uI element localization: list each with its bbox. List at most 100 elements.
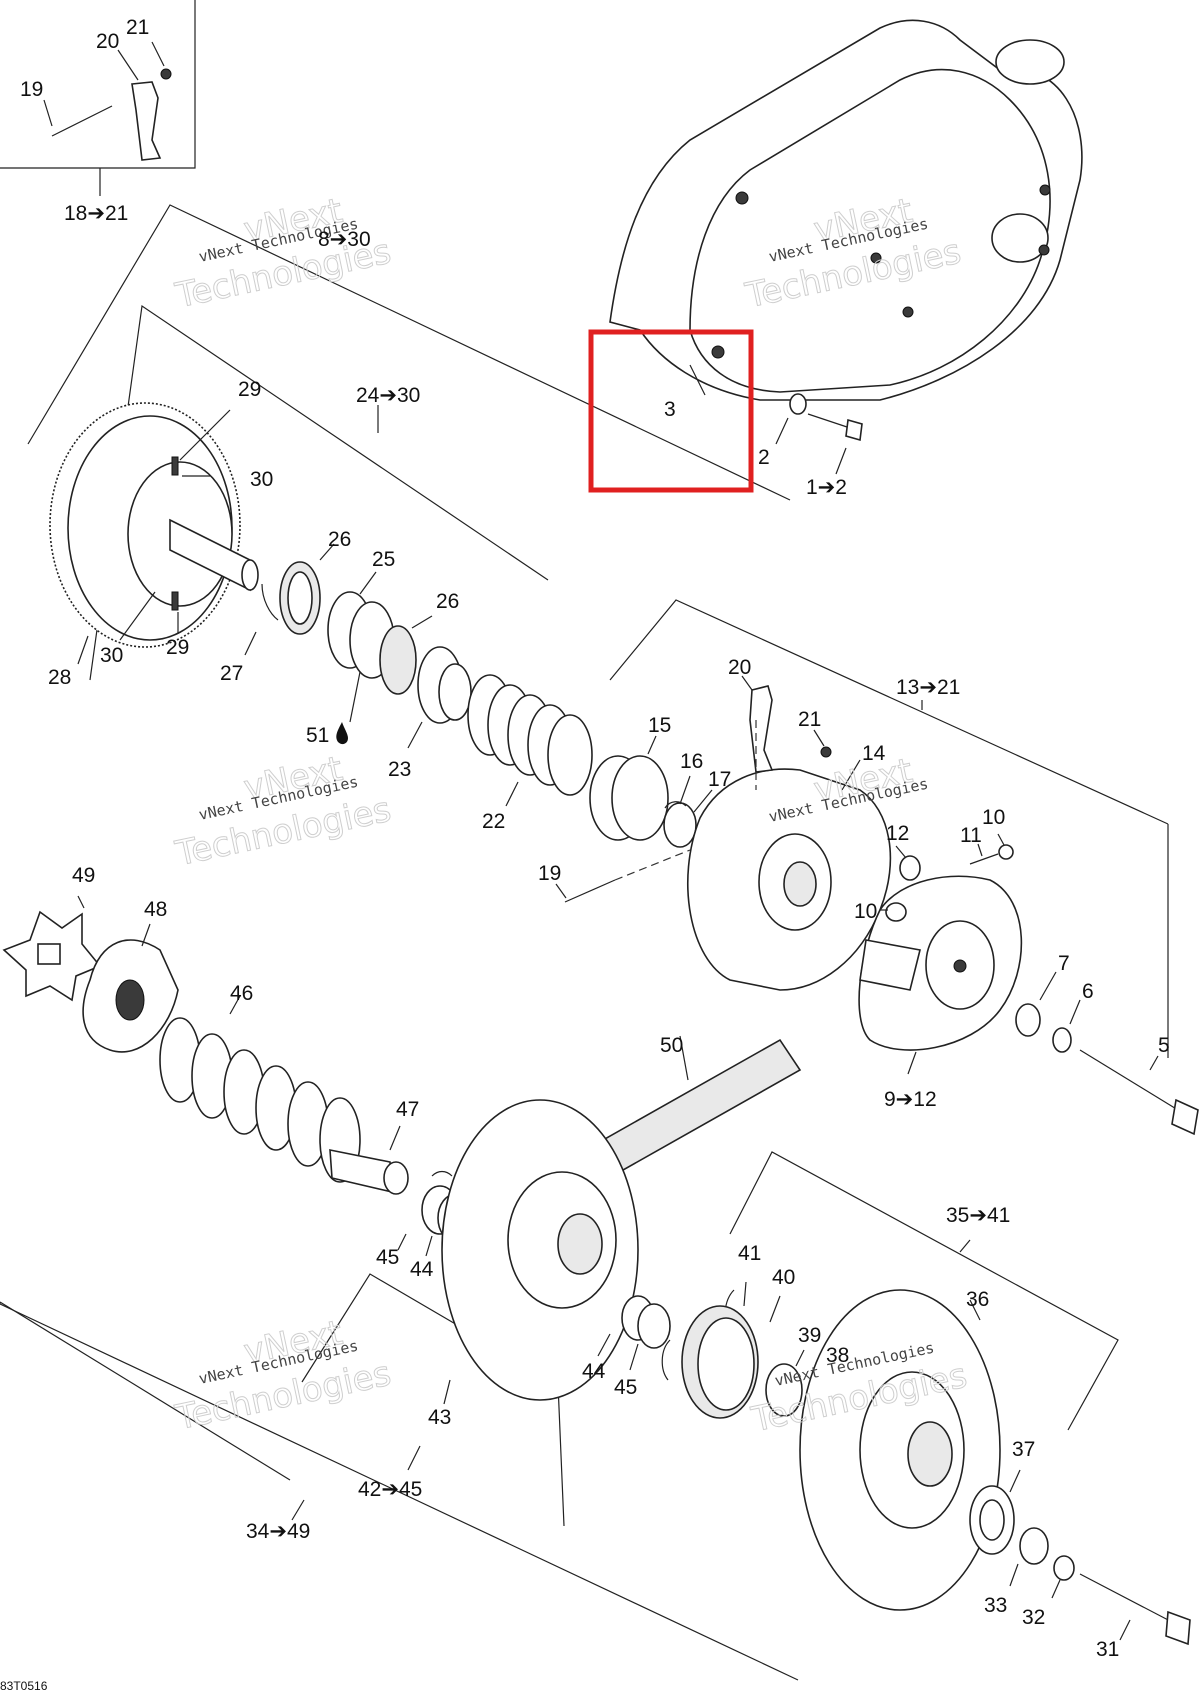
bushing-44b-rear <box>637 1303 671 1349</box>
bracket-34-49 <box>0 1302 799 1681</box>
leader-6 <box>1069 999 1081 1025</box>
callout-45b: 45 <box>614 1376 637 1399</box>
nut-21b <box>820 746 832 758</box>
sheave-14-bore <box>783 861 817 907</box>
callout-11: 11 <box>960 824 982 847</box>
driven-cam <box>2 895 179 1053</box>
pin-19b-path <box>614 849 691 881</box>
bushing-39 <box>765 1363 803 1417</box>
washer-7 <box>1015 1003 1041 1037</box>
callout-43: 43 <box>428 1406 451 1429</box>
pin-19 <box>51 105 113 137</box>
leader-12 <box>895 845 907 859</box>
circlip-27 <box>261 583 279 621</box>
callout-34-49: 34➔49 <box>246 1520 310 1543</box>
callout-29a: 29 <box>238 378 261 401</box>
leader-33 <box>1009 1563 1019 1587</box>
callout-16: 16 <box>680 750 703 773</box>
leader-9-12 <box>907 1051 917 1075</box>
cover-bolt-hole <box>870 252 882 264</box>
fixed-sheave-28 <box>49 402 259 665</box>
leader-42-45 <box>407 1445 421 1471</box>
oil-drop-icon <box>336 722 348 745</box>
callout-22: 22 <box>482 810 505 833</box>
callout-10b: 10 <box>854 900 877 923</box>
spring-coil <box>547 714 593 796</box>
callout-14: 14 <box>862 742 886 765</box>
callout-33: 33 <box>984 1594 1007 1617</box>
callout-18-21: 18➔21 <box>64 202 128 225</box>
bolt-31-shank <box>1079 1573 1173 1623</box>
leader-46 <box>229 995 241 1015</box>
callout-25: 25 <box>372 548 395 571</box>
shaft-47 <box>329 1149 393 1194</box>
leader-51 <box>349 671 361 723</box>
washer-10b <box>885 902 907 922</box>
bolt-1-shank <box>807 413 851 429</box>
callout-26a: 26 <box>328 528 351 551</box>
leader-15 <box>647 735 657 755</box>
watermark-3: vNext vNext Technologies Technologies <box>171 748 395 875</box>
callout-19a: 19 <box>20 78 43 101</box>
spring-46 <box>159 995 475 1257</box>
roller-12 <box>899 855 921 881</box>
callout-19b: 19 <box>538 862 561 885</box>
callout-8-30: 8➔30 <box>318 228 371 251</box>
clip-45a <box>431 1170 453 1177</box>
spider-arm <box>859 939 921 991</box>
bracket-34-49-leader <box>0 1301 291 1481</box>
lever-20b <box>749 685 774 773</box>
nut-21 <box>160 68 172 80</box>
bolt-31-head <box>1165 1610 1191 1646</box>
washer-32 <box>1053 1555 1075 1581</box>
leader-32 <box>1051 1579 1061 1599</box>
leader-26a <box>319 543 335 561</box>
callout-45a: 45 <box>376 1246 399 1269</box>
retaining-bolt <box>1015 971 1199 1136</box>
leader-29a <box>179 409 231 461</box>
callout-2: 2 <box>758 446 770 469</box>
leader-28 <box>77 635 89 665</box>
callout-6: 6 <box>1082 980 1094 1003</box>
leader-14 <box>841 759 861 791</box>
sleeve-17 <box>663 802 697 848</box>
cover-bolt-hole <box>1039 184 1051 196</box>
leader-21a <box>151 41 165 67</box>
leader-1-2 <box>835 447 847 475</box>
bolt-1-head <box>845 418 863 442</box>
callout-39: 39 <box>798 1324 821 1347</box>
cam-49-bore <box>37 943 61 965</box>
callout-51: 51 <box>306 724 329 747</box>
highlight-box <box>588 329 754 493</box>
callout-1-2: 1➔2 <box>806 476 847 499</box>
callout-12: 12 <box>886 822 909 845</box>
leader-45b <box>629 1343 639 1371</box>
callout-21b: 21 <box>798 708 821 731</box>
seal-26b <box>379 625 417 695</box>
leader-43 <box>443 1379 451 1405</box>
leader-47 <box>389 1125 401 1151</box>
leader-22 <box>505 781 519 807</box>
callout-3: 3 <box>664 398 676 421</box>
callout-labels: 1➔2 2 3 5 6 7 8➔30 9➔12 10 10 11 12 13➔2… <box>20 16 1170 1661</box>
leader-34-49 <box>291 1499 305 1521</box>
callout-20b: 20 <box>728 656 751 679</box>
leader-40 <box>769 1295 781 1323</box>
spider-bore <box>953 959 967 973</box>
leader-21b <box>813 729 825 747</box>
bracket-8-30 <box>27 204 791 501</box>
bracket-35-41 <box>729 1151 1119 1431</box>
cover-inspection-hole <box>991 213 1049 263</box>
pin-19b <box>564 879 616 903</box>
callout-17: 17 <box>708 768 731 791</box>
sleeve-parts <box>555 735 713 903</box>
inset-box-18-21 <box>0 0 196 169</box>
bearing-37-inner <box>979 1499 1005 1541</box>
leader-2 <box>775 417 789 445</box>
leader-35-41 <box>959 1239 971 1253</box>
callout-15: 15 <box>648 714 671 737</box>
pin-11 <box>969 853 999 865</box>
callout-30a: 30 <box>250 468 273 491</box>
washer-2 <box>789 393 807 415</box>
